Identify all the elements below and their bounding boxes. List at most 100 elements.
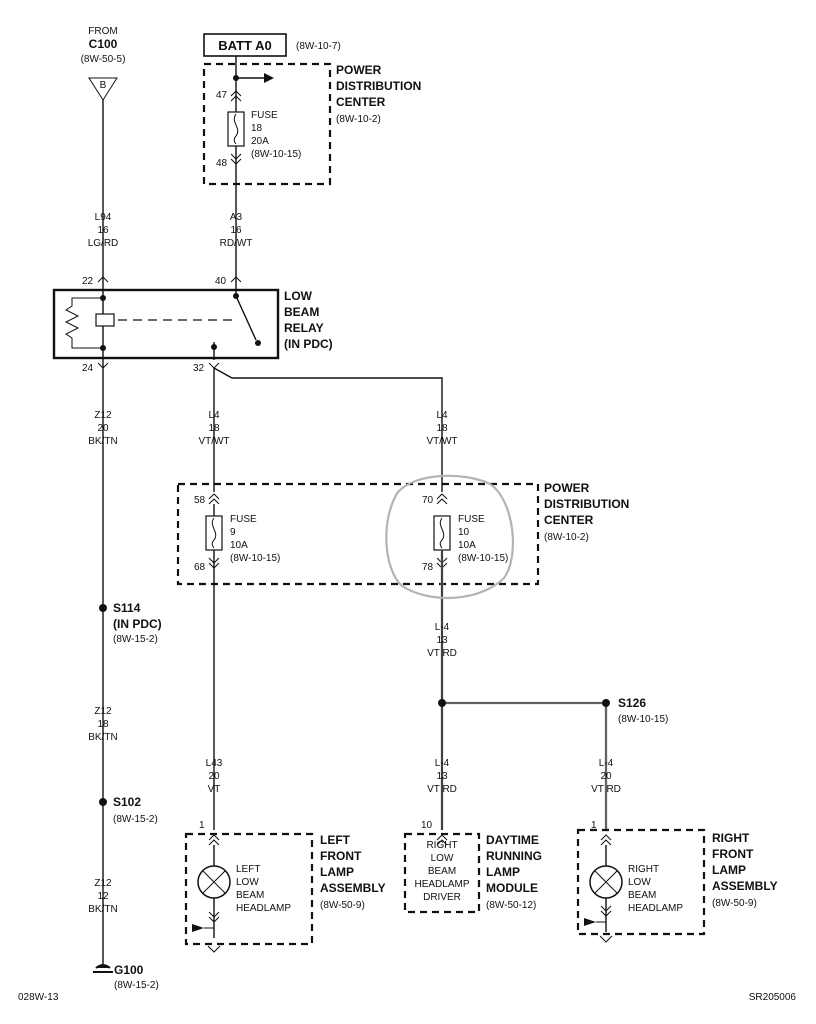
fuse-18-body — [227, 111, 245, 147]
svg-text:BEAM: BEAM — [628, 890, 656, 901]
batt-a0-label: BATT A0 — [218, 38, 271, 53]
connector-chevron-up-icon — [436, 834, 448, 846]
svg-text:LEFT: LEFT — [236, 864, 260, 875]
svg-text:DAYTIME: DAYTIME — [486, 833, 539, 847]
connector-chevron-up-icon — [208, 493, 220, 505]
relay-resistor-icon — [64, 297, 103, 349]
svg-text:FUSE: FUSE — [230, 514, 257, 525]
relay-switch-blade-icon — [235, 295, 257, 341]
svg-text:HEADLAMP: HEADLAMP — [628, 903, 683, 914]
svg-text:ASSEMBLY: ASSEMBLY — [712, 879, 778, 893]
svg-text:MODULE: MODULE — [486, 881, 538, 895]
low-beam-relay-box — [52, 288, 280, 360]
svg-text:18: 18 — [251, 123, 263, 134]
svg-text:LOW: LOW — [236, 877, 259, 888]
pdc-top-box — [202, 62, 332, 186]
pdc-mid-box — [176, 482, 540, 586]
source-from-label: FROM — [88, 26, 117, 37]
fuse-10-pin-out: 78 — [422, 562, 434, 573]
svg-text:CENTER: CENTER — [544, 513, 594, 527]
splice-s114-dot — [99, 604, 107, 612]
svg-text:POWER: POWER — [336, 63, 382, 77]
svg-text:FRONT: FRONT — [712, 847, 754, 861]
svg-text:(8W-10-2): (8W-10-2) — [544, 532, 589, 543]
svg-text:FRONT: FRONT — [320, 849, 362, 863]
connector-chevron-up-icon — [230, 90, 242, 102]
svg-text:(8W-10-15): (8W-10-15) — [251, 149, 301, 160]
left-lamp-title: LEFT FRONT LAMP ASSEMBLY (8W-50-9) — [320, 833, 386, 911]
wire-z12-a-label: Z12 20 BK/TN — [88, 410, 117, 447]
svg-text:VT/WT: VT/WT — [426, 436, 457, 447]
right-lamp-pin: 1 — [591, 820, 597, 831]
svg-text:BEAM: BEAM — [284, 305, 319, 319]
wire-l4-left-label: L4 18 VT/WT — [198, 410, 229, 447]
svg-text:S114: S114 — [113, 601, 141, 615]
pdc-top-pin-out: 48 — [216, 158, 228, 169]
left-lamp-inner-label: LEFT LOW BEAM HEADLAMP — [236, 864, 291, 914]
svg-text:BK/TN: BK/TN — [88, 732, 117, 743]
splice-s102-dot — [99, 798, 107, 806]
svg-text:LOW: LOW — [431, 853, 454, 864]
right-lamp-title: RIGHT FRONT LAMP ASSEMBLY (8W-50-9) — [712, 831, 778, 909]
svg-text:LAMP: LAMP — [712, 863, 746, 877]
source-connector-c100: FROM C100 (8W-50-5) B — [81, 26, 125, 101]
splice-s114-label: S114 (IN PDC) (8W-15-2) — [113, 601, 162, 645]
relay-pin-24: 24 — [82, 363, 94, 374]
wire-l4-rf-label: L-4 20 VT RD — [591, 758, 621, 795]
svg-text:16: 16 — [97, 225, 109, 236]
ground-symbol-icon — [93, 964, 113, 973]
pdc-top-pin-in: 47 — [216, 90, 228, 101]
chevron-down-icon — [207, 945, 221, 953]
highlight-circle-annotation — [385, 474, 515, 600]
svg-text:DRIVER: DRIVER — [423, 892, 461, 903]
svg-text:BK/TN: BK/TN — [88, 904, 117, 915]
svg-text:A3: A3 — [230, 212, 243, 223]
svg-text:LOW: LOW — [284, 289, 313, 303]
relay-pin-32: 32 — [193, 363, 205, 374]
relay-pin-22: 22 — [82, 276, 94, 287]
svg-text:(8W-10-2): (8W-10-2) — [336, 114, 381, 125]
relay-title: LOW BEAM RELAY (IN PDC) — [284, 289, 333, 351]
splice-s102-label: S102 (8W-15-2) — [113, 795, 158, 825]
fuse-18-label: FUSE 18 20A (8W-10-15) — [251, 110, 301, 160]
svg-text:L4: L4 — [436, 410, 448, 421]
svg-text:(8W-50-9): (8W-50-9) — [320, 900, 365, 911]
svg-text:20A: 20A — [251, 136, 269, 147]
drl-inner-label: RIGHT LOW BEAM HEADLAMP DRIVER — [414, 840, 469, 903]
svg-text:S126: S126 — [618, 696, 646, 710]
svg-text:BEAM: BEAM — [236, 890, 264, 901]
source-pin-label: B — [100, 80, 107, 91]
lamp-filament-icon — [594, 870, 618, 894]
fuse-element-icon — [211, 517, 217, 549]
ground-g100-label: G100 (8W-15-2) — [114, 963, 159, 991]
fuse-10-pin-in: 70 — [422, 495, 434, 506]
svg-text:G100: G100 — [114, 963, 144, 977]
connector-chevron-up-icon — [436, 493, 448, 505]
svg-text:20: 20 — [600, 771, 612, 782]
svg-text:12: 12 — [97, 891, 109, 902]
svg-text:18: 18 — [208, 423, 220, 434]
batt-a0-box — [203, 33, 287, 57]
right-front-lamp-box — [576, 828, 706, 936]
left-front-lamp-box — [184, 832, 314, 946]
wire-l4-drl-label: L-4 13 VT RD — [427, 758, 457, 795]
svg-text:VT/WT: VT/WT — [198, 436, 229, 447]
wire-l4-right — [213, 367, 443, 492]
svg-text:16: 16 — [230, 225, 242, 236]
svg-text:RIGHT: RIGHT — [712, 831, 750, 845]
source-connector-name: C100 — [89, 37, 118, 51]
svg-text:LEFT: LEFT — [320, 833, 351, 847]
svg-text:Z12: Z12 — [94, 878, 112, 889]
relay-switch-contact — [255, 340, 261, 346]
svg-text:20: 20 — [97, 423, 109, 434]
fuse-10-body — [433, 515, 451, 551]
svg-text:DISTRIBUTION: DISTRIBUTION — [544, 497, 629, 511]
svg-text:L43: L43 — [206, 758, 223, 769]
fuse-element-icon — [439, 517, 445, 549]
splice-s126-dot — [602, 699, 610, 707]
drl-title: DAYTIME RUNNING LAMP MODULE (8W-50-12) — [486, 833, 542, 911]
arrow-right-icon — [264, 73, 274, 83]
wire-l4-right-label: L4 18 VT/WT — [426, 410, 457, 447]
svg-text:HEADLAMP: HEADLAMP — [236, 903, 291, 914]
svg-text:BK/TN: BK/TN — [88, 436, 117, 447]
